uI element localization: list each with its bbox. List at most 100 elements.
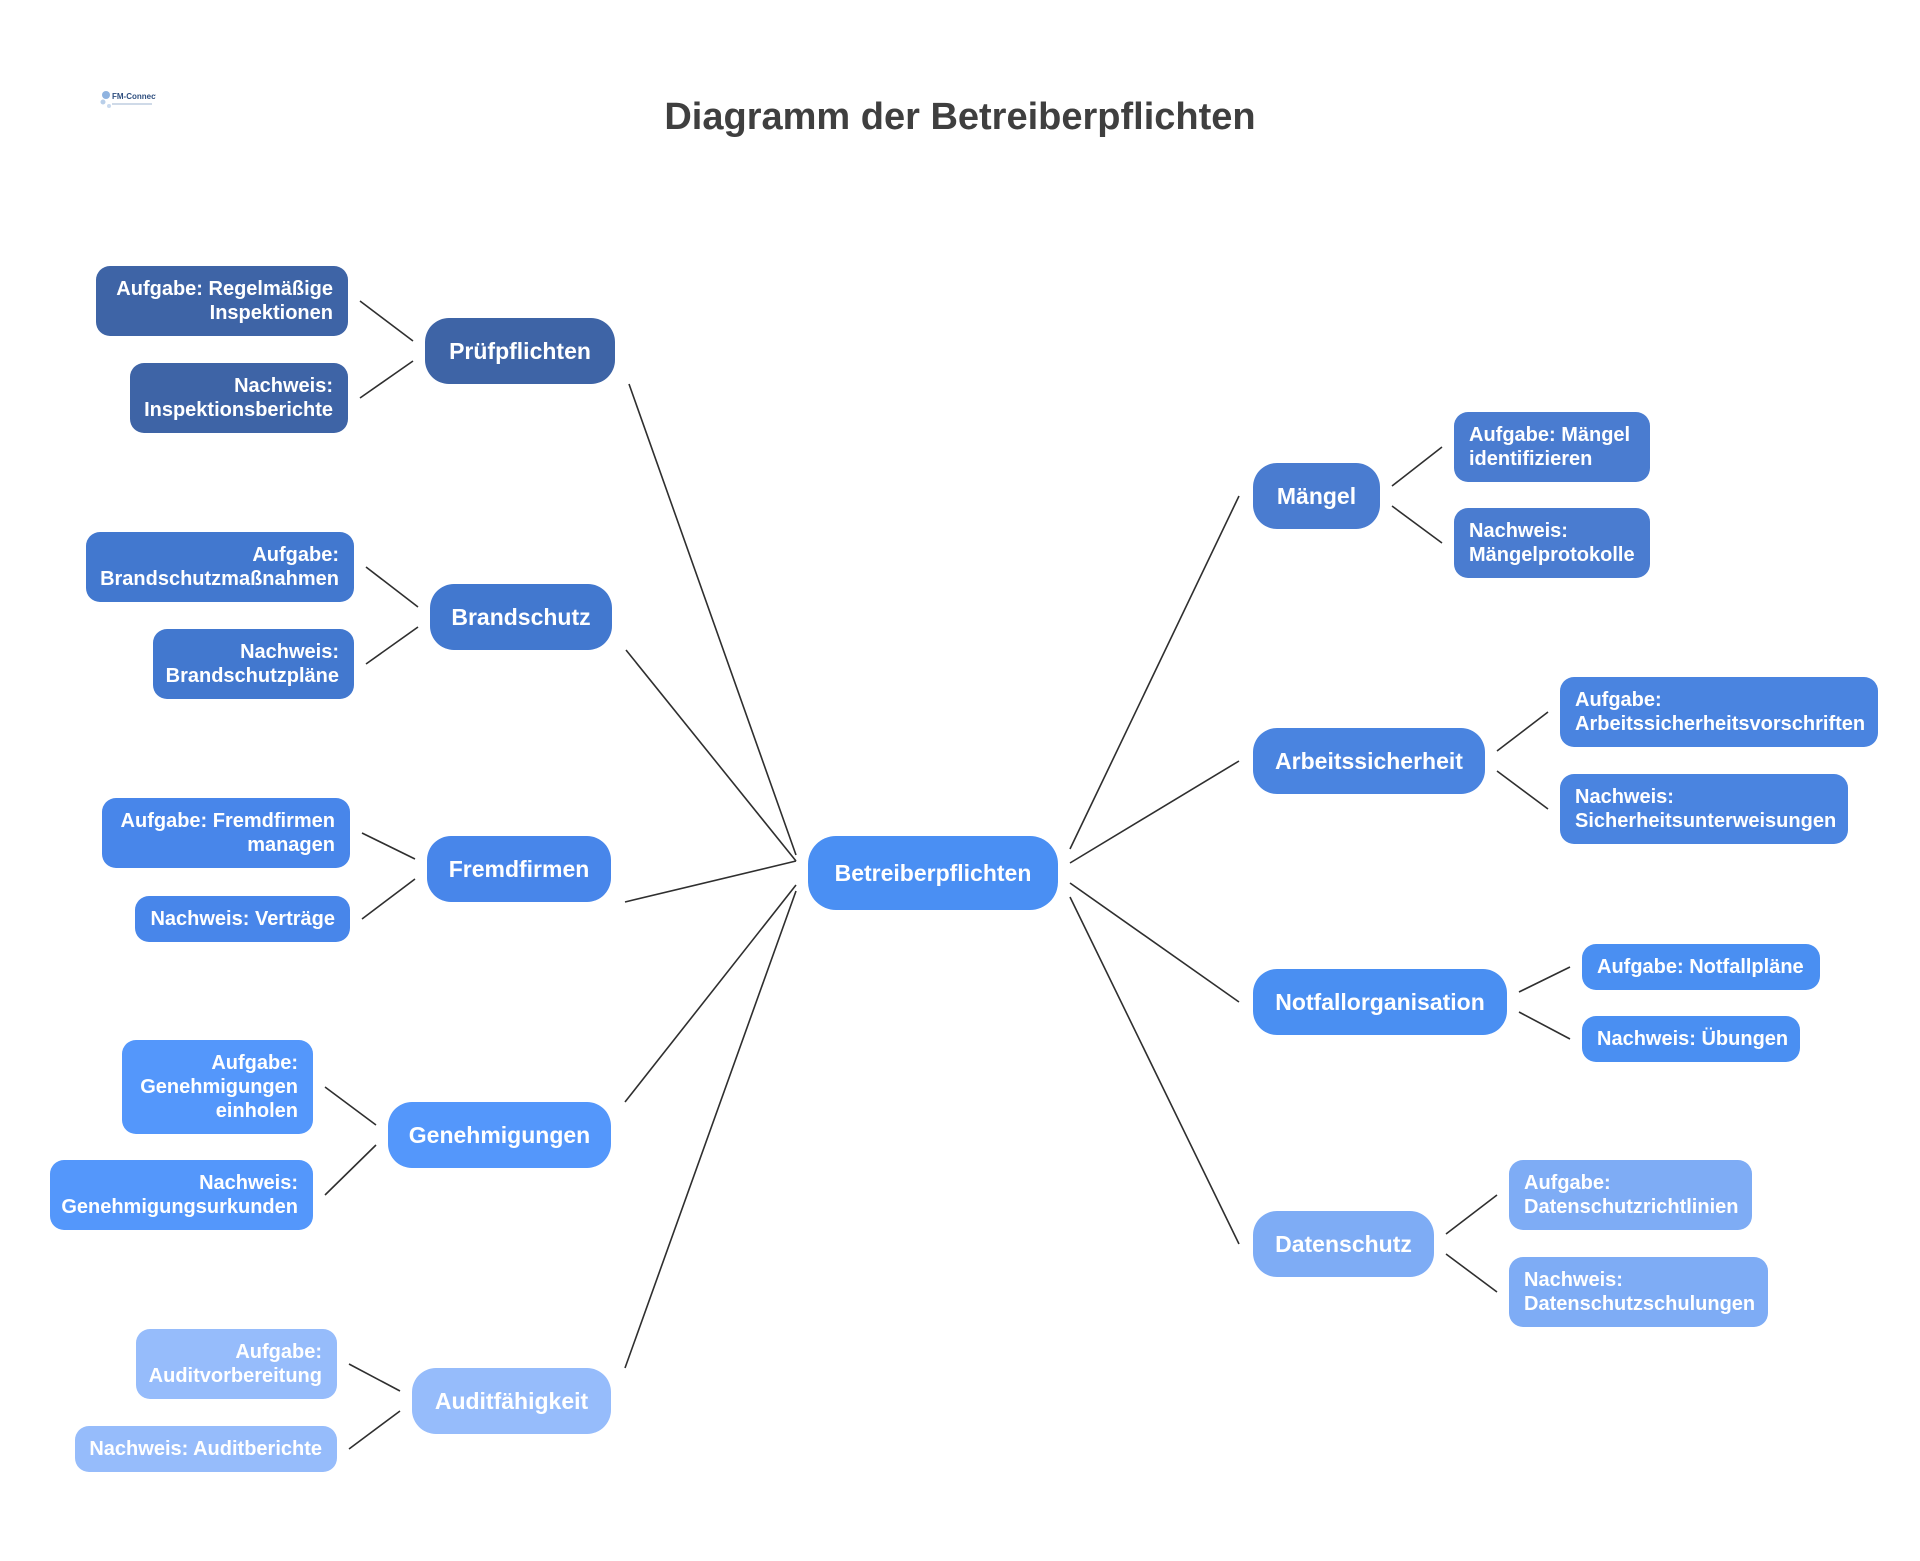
aufgabe-text: Datenschutzrichtlinien (1524, 1196, 1739, 1218)
aufgabe-text: Brandschutzmaßnahmen (100, 568, 339, 590)
aufgabe-node-notfallorganisation[interactable]: Aufgabe: Notfallpläne (1582, 944, 1820, 990)
branch-node-auditfaehigkeit[interactable]: Auditfähigkeit (412, 1368, 611, 1434)
connector-nachweis-maengel (1391, 505, 1443, 544)
branch-label: Prüfpflichten (449, 337, 591, 364)
nachweis-node-pruefpflichten[interactable]: Nachweis:Inspektionsberichte (130, 363, 348, 433)
nachweis-text: Nachweis: Übungen (1597, 1028, 1789, 1050)
branch-label: Fremdfirmen (448, 855, 590, 882)
aufgabe-text: identifizieren (1469, 448, 1593, 470)
branch-node-maengel[interactable]: Mängel (1253, 463, 1380, 529)
nachweis-text: Sicherheitsunterweisungen (1575, 810, 1837, 832)
connector-aufgabe-genehmigungen (324, 1086, 377, 1126)
connector-aufgabe-brandschutz (365, 566, 419, 608)
nachweis-text: Nachweis: Auditberichte (89, 1438, 322, 1460)
branch-node-notfallorganisation[interactable]: Notfallorganisation (1253, 969, 1507, 1035)
branch-node-arbeitssicherheit[interactable]: Arbeitssicherheit (1253, 728, 1485, 794)
aufgabe-text: Aufgabe: Mängel (1469, 424, 1631, 446)
connector-nachweis-datenschutz (1445, 1253, 1498, 1293)
branch-label: Arbeitssicherheit (1275, 747, 1463, 774)
aufgabe-node-arbeitssicherheit[interactable]: Aufgabe:Arbeitssicherheitsvorschriften (1560, 677, 1878, 747)
connector-center-maengel (1069, 495, 1240, 850)
connector-aufgabe-auditfaehigkeit (348, 1363, 401, 1392)
connector-center-auditfaehigkeit (624, 890, 797, 1369)
aufgabe-text: Arbeitssicherheitsvorschriften (1575, 713, 1866, 735)
branch-node-pruefpflichten[interactable]: Prüfpflichten (425, 318, 615, 384)
connector-nachweis-brandschutz (365, 626, 419, 665)
connector-aufgabe-notfallorganisation (1518, 966, 1571, 993)
connector-aufgabe-datenschutz (1445, 1194, 1498, 1235)
branch-node-datenschutz[interactable]: Datenschutz (1253, 1211, 1434, 1277)
aufgabe-text: Aufgabe: Notfallpläne (1597, 956, 1804, 978)
branch-label: Genehmigungen (408, 1121, 591, 1148)
nachweis-text: Nachweis: (240, 641, 339, 663)
center-node-label: Betreiberpflichten (834, 859, 1032, 886)
branch-node-brandschutz[interactable]: Brandschutz (430, 584, 612, 650)
aufgabe-text: Aufgabe: (252, 544, 339, 566)
connector-nachweis-fremdfirmen (361, 878, 416, 920)
nachweis-text: Nachweis: (1524, 1269, 1623, 1291)
connector-center-notfallorganisation (1069, 882, 1240, 1003)
aufgabe-text: Aufgabe: Fremdfirmen (120, 810, 335, 832)
aufgabe-node-datenschutz[interactable]: Aufgabe:Datenschutzrichtlinien (1509, 1160, 1752, 1230)
branch-node-genehmigungen[interactable]: Genehmigungen (388, 1102, 611, 1168)
aufgabe-text: managen (247, 834, 335, 856)
aufgabe-text: einholen (215, 1100, 298, 1122)
nachweis-node-datenschutz[interactable]: Nachweis:Datenschutzschulungen (1509, 1257, 1768, 1327)
nachweis-node-fremdfirmen[interactable]: Nachweis: Verträge (135, 896, 350, 942)
branch-label: Auditfähigkeit (434, 1387, 589, 1414)
connector-nachweis-notfallorganisation (1518, 1011, 1571, 1040)
aufgabe-text: Aufgabe: (235, 1341, 322, 1363)
branch-label: Mängel (1276, 482, 1357, 509)
branch-node-fremdfirmen[interactable]: Fremdfirmen (427, 836, 611, 902)
connector-nachweis-genehmigungen (324, 1144, 377, 1196)
nachweis-text: Datenschutzschulungen (1524, 1293, 1756, 1315)
aufgabe-text: Aufgabe: (211, 1052, 298, 1074)
aufgabe-text: Aufgabe: (1524, 1172, 1611, 1194)
connector-center-arbeitssicherheit (1069, 760, 1240, 864)
connector-aufgabe-pruefpflichten (359, 300, 414, 342)
connector-center-pruefpflichten (628, 383, 797, 856)
connector-nachweis-pruefpflichten (359, 360, 414, 399)
connector-center-fremdfirmen (624, 860, 797, 903)
nachweis-node-brandschutz[interactable]: Nachweis:Brandschutzpläne (153, 629, 354, 699)
nachweis-text: Brandschutzpläne (165, 665, 339, 687)
nachweis-text: Mängelprotokolle (1469, 544, 1635, 566)
fm-connect-logo: FM-Connect.com (100, 91, 156, 108)
nachweis-text: Nachweis: (234, 375, 333, 397)
nachweis-text: Genehmigungsurkunden (61, 1196, 298, 1218)
connector-center-datenschutz (1069, 896, 1240, 1245)
nachweis-text: Nachweis: Verträge (150, 908, 335, 930)
aufgabe-node-brandschutz[interactable]: Aufgabe:Brandschutzmaßnahmen (86, 532, 354, 602)
nachweis-node-arbeitssicherheit[interactable]: Nachweis:Sicherheitsunterweisungen (1560, 774, 1848, 844)
connector-aufgabe-maengel (1391, 446, 1443, 487)
nachweis-node-genehmigungen[interactable]: Nachweis:Genehmigungsurkunden (50, 1160, 313, 1230)
nachweis-node-auditfaehigkeit[interactable]: Nachweis: Auditberichte (75, 1426, 337, 1472)
branch-label: Datenschutz (1275, 1230, 1412, 1257)
connector-aufgabe-fremdfirmen (361, 832, 416, 860)
connector-aufgabe-arbeitssicherheit (1496, 711, 1549, 752)
connector-nachweis-auditfaehigkeit (348, 1410, 401, 1450)
aufgabe-text: Auditvorbereitung (148, 1365, 322, 1387)
connector-center-genehmigungen (624, 884, 797, 1103)
aufgabe-text: Aufgabe: (1575, 689, 1662, 711)
aufgabe-node-auditfaehigkeit[interactable]: Aufgabe:Auditvorbereitung (136, 1329, 337, 1399)
diagram-title: Diagramm der Betreiberpflichten (664, 96, 1256, 138)
nachweis-text: Nachweis: (1469, 520, 1568, 542)
aufgabe-text: Genehmigungen (140, 1076, 298, 1098)
nachweis-text: Inspektionsberichte (144, 399, 333, 421)
connector-nachweis-arbeitssicherheit (1496, 770, 1549, 810)
nachweis-node-maengel[interactable]: Nachweis:Mängelprotokolle (1454, 508, 1650, 578)
connector-center-brandschutz (625, 649, 797, 862)
aufgabe-text: Aufgabe: Regelmäßige (116, 278, 333, 300)
aufgabe-text: Inspektionen (209, 302, 333, 324)
center-node[interactable]: Betreiberpflichten (808, 836, 1058, 910)
branch-label: Brandschutz (451, 603, 591, 630)
nachweis-node-notfallorganisation[interactable]: Nachweis: Übungen (1582, 1016, 1800, 1062)
nachweis-text: Nachweis: (1575, 786, 1674, 808)
branch-label: Notfallorganisation (1275, 988, 1485, 1015)
